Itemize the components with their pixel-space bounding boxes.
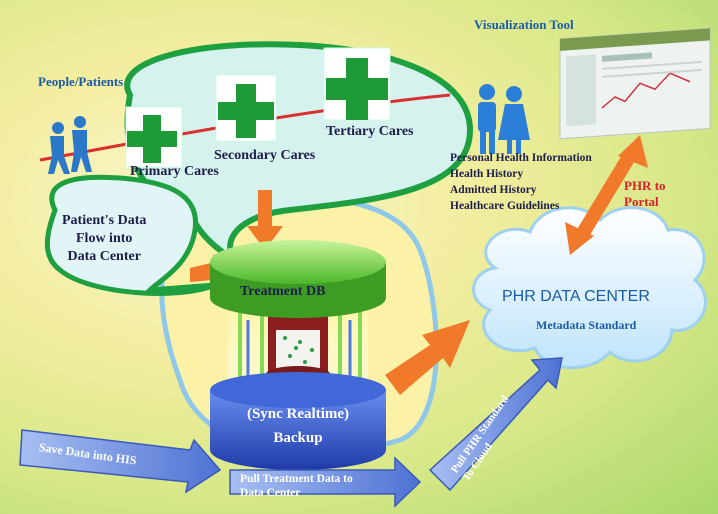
phr-cloud (472, 206, 707, 370)
green-cross-icon (215, 74, 277, 142)
primary-cares-label: Primary Cares (130, 164, 219, 179)
backup-cylinder (210, 372, 386, 470)
browser-screenshot (559, 27, 711, 140)
save-data-arrow (19, 429, 222, 494)
patient-flow-label: Patient's Data Flow into Data Center (62, 213, 147, 264)
care-to-db-arrow (247, 190, 283, 250)
pull-treatment-arrow (229, 456, 422, 508)
visualization-tool-label: Visualization Tool (474, 17, 574, 32)
portal-arrow (565, 135, 648, 255)
backup-label: (Sync Realtime) Backup (246, 406, 350, 446)
pull-treatment-label: Pull Treatment Data to Data Center (240, 473, 353, 499)
people-patients-label: People/Patients (38, 74, 124, 89)
green-cross-icon (323, 47, 391, 121)
patient-flow-bubble (44, 174, 216, 296)
phr-data-center-label: PHR DATA CENTER (502, 288, 650, 305)
sync-arrows (238, 305, 362, 380)
health-info-list: Personal Health Information Health Histo… (450, 150, 592, 214)
tertiary-cares-label: Tertiary Cares (326, 124, 414, 139)
health-info-item: Personal Health Information (450, 152, 592, 164)
health-info-item: Health History (450, 168, 524, 180)
treatment-db-cylinder (210, 240, 386, 318)
treatment-db-label: Treatment DB (240, 284, 326, 299)
health-info-item: Admitted History (450, 184, 537, 196)
health-info-item: Healthcare Guidelines (450, 200, 560, 212)
man-woman-icon (478, 84, 530, 154)
secondary-cares-label: Secondary Cares (214, 148, 316, 163)
metadata-standard-label: Metadata Standard (536, 318, 637, 332)
pull-phr-arrow (428, 357, 563, 492)
phr-to-portal-label: PHR to Portal (624, 178, 666, 209)
db-to-cloud-arrow (385, 320, 470, 395)
people-icon (48, 116, 92, 174)
green-cross-icon (125, 106, 183, 168)
